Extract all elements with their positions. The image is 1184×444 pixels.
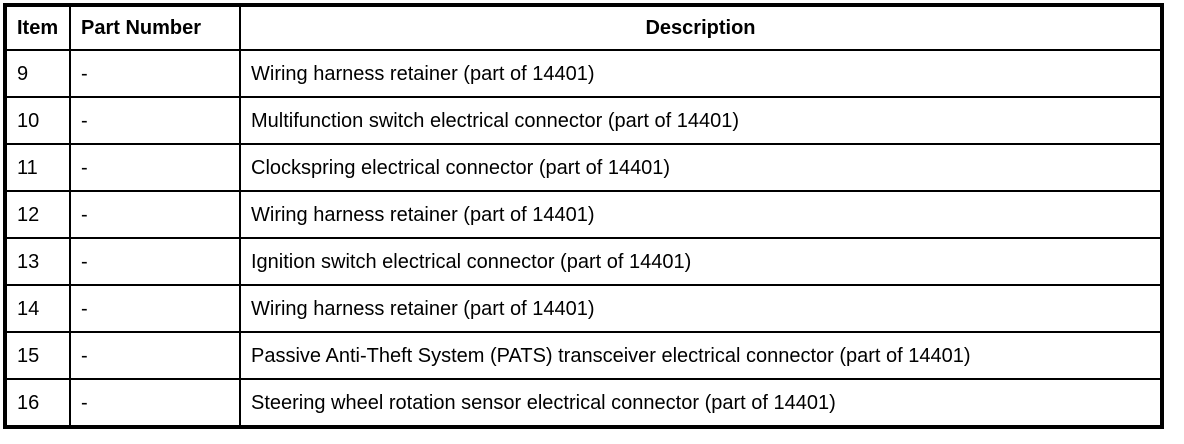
- description-cell: Passive Anti-Theft System (PATS) transce…: [239, 331, 1163, 380]
- part-number-cell: -: [69, 378, 241, 428]
- table-row: 13 - Ignition switch electrical connecto…: [4, 237, 1163, 286]
- column-header-description: Description: [239, 4, 1163, 51]
- item-cell: 14: [4, 284, 71, 333]
- table-row: 12 - Wiring harness retainer (part of 14…: [4, 190, 1163, 239]
- part-number-cell: -: [69, 284, 241, 333]
- column-header-item: Item: [4, 4, 71, 51]
- column-header-part-number: Part Number: [69, 4, 241, 51]
- description-cell: Wiring harness retainer (part of 14401): [239, 190, 1163, 239]
- parts-table-container: Item Part Number Description 9 - Wiring …: [3, 3, 1164, 429]
- part-number-cell: -: [69, 96, 241, 145]
- part-number-cell: -: [69, 237, 241, 286]
- header-row: Item Part Number Description: [4, 4, 1163, 51]
- table-row: 14 - Wiring harness retainer (part of 14…: [4, 284, 1163, 333]
- parts-table: Item Part Number Description 9 - Wiring …: [3, 3, 1164, 429]
- description-cell: Ignition switch electrical connector (pa…: [239, 237, 1163, 286]
- part-number-cell: -: [69, 143, 241, 192]
- table-row: 10 - Multifunction switch electrical con…: [4, 96, 1163, 145]
- description-cell: Wiring harness retainer (part of 14401): [239, 284, 1163, 333]
- item-cell: 13: [4, 237, 71, 286]
- table-row: 9 - Wiring harness retainer (part of 144…: [4, 49, 1163, 98]
- item-cell: 9: [4, 49, 71, 98]
- item-cell: 15: [4, 331, 71, 380]
- description-cell: Multifunction switch electrical connecto…: [239, 96, 1163, 145]
- part-number-cell: -: [69, 331, 241, 380]
- description-cell: Steering wheel rotation sensor electrica…: [239, 378, 1163, 428]
- part-number-cell: -: [69, 190, 241, 239]
- table-row: 16 - Steering wheel rotation sensor elec…: [4, 378, 1163, 428]
- table-row: 11 - Clockspring electrical connector (p…: [4, 143, 1163, 192]
- item-cell: 11: [4, 143, 71, 192]
- item-cell: 10: [4, 96, 71, 145]
- description-cell: Wiring harness retainer (part of 14401): [239, 49, 1163, 98]
- table-row: 15 - Passive Anti-Theft System (PATS) tr…: [4, 331, 1163, 380]
- item-cell: 16: [4, 378, 71, 428]
- part-number-cell: -: [69, 49, 241, 98]
- description-cell: Clockspring electrical connector (part o…: [239, 143, 1163, 192]
- table-body: 9 - Wiring harness retainer (part of 144…: [4, 49, 1163, 428]
- table-header: Item Part Number Description: [4, 4, 1163, 51]
- item-cell: 12: [4, 190, 71, 239]
